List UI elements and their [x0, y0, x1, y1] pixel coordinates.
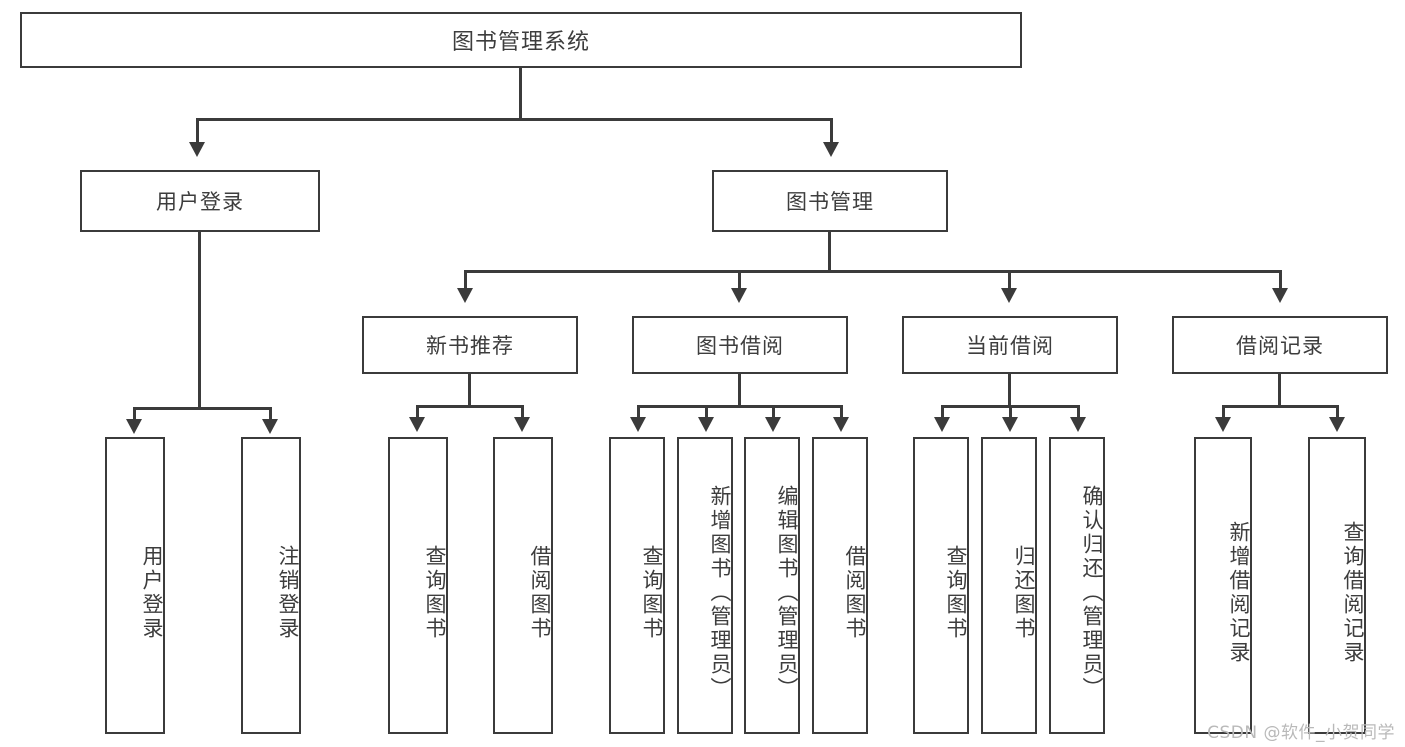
node-label: 图书管理 — [786, 190, 874, 214]
connector-root-drop — [519, 68, 522, 120]
leaf-borrow-book-newbook[interactable]: 借阅图书 — [493, 437, 553, 734]
arrow-to-leaf-query-book-3 — [934, 417, 950, 432]
node-label: 用户登录 — [140, 544, 164, 641]
connector-currentborrow-c1-drop — [941, 405, 944, 419]
node-book-management[interactable]: 图书管理 — [712, 170, 948, 232]
leaf-logout[interactable]: 注销登录 — [241, 437, 301, 734]
arrow-to-leaf-borrow-book-2 — [833, 417, 849, 432]
arrow-to-leaf-query-record — [1329, 417, 1345, 432]
arrow-to-current-borrow — [1001, 288, 1017, 303]
connector-level3-bus — [464, 270, 1282, 273]
node-current-borrow[interactable]: 当前借阅 — [902, 316, 1118, 374]
connector-user-login-bus — [133, 407, 271, 410]
arrow-to-book-borrow — [731, 288, 747, 303]
connector-bookborrow-c2-drop — [705, 405, 708, 419]
arrow-to-leaf-user-login — [126, 419, 142, 434]
leaf-query-borrow-record[interactable]: 查询借阅记录 — [1308, 437, 1366, 734]
arrow-to-borrow-record — [1272, 288, 1288, 303]
watermark-text: CSDN @软件_小贺同学 — [1207, 723, 1395, 743]
node-label: 借阅图书 — [528, 544, 552, 641]
connector-level2-right-drop — [830, 118, 833, 144]
arrow-to-leaf-add-record — [1215, 417, 1231, 432]
leaf-query-book-borrow[interactable]: 查询图书 — [609, 437, 665, 734]
node-label: 确认归还（管理员） — [1080, 484, 1104, 701]
connector-level2-left-drop — [196, 118, 199, 144]
node-label: 用户登录 — [156, 190, 244, 214]
node-label: 查询借阅记录 — [1341, 520, 1365, 665]
connector-currentborrow-c2-drop — [1009, 405, 1012, 419]
arrow-to-book-manage — [823, 142, 839, 157]
arrow-to-leaf-return-book — [1002, 417, 1018, 432]
node-label: 编辑图书（管理员） — [775, 484, 799, 701]
connector-level3-c2-drop — [738, 270, 741, 290]
connector-newbook-bus — [416, 405, 524, 408]
node-label: 图书借阅 — [696, 334, 784, 358]
node-label: 查询图书 — [944, 544, 968, 641]
node-label: 查询图书 — [640, 544, 664, 641]
arrow-to-leaf-borrow-book-1 — [514, 417, 530, 432]
connector-bookborrow-c1-drop — [637, 405, 640, 419]
node-label: 新增借阅记录 — [1227, 520, 1251, 665]
node-book-borrow[interactable]: 图书借阅 — [632, 316, 848, 374]
leaf-add-book-admin[interactable]: 新增图书（管理员） — [677, 437, 733, 734]
leaf-add-borrow-record[interactable]: 新增借阅记录 — [1194, 437, 1252, 734]
connector-currentborrow-drop — [1008, 374, 1011, 407]
leaf-query-book-current[interactable]: 查询图书 — [913, 437, 969, 734]
node-label: 归还图书 — [1012, 544, 1036, 641]
leaf-return-book[interactable]: 归还图书 — [981, 437, 1037, 734]
connector-level3-c4-drop — [1279, 270, 1282, 290]
node-label: 借阅图书 — [843, 544, 867, 641]
connector-bookborrow-drop — [738, 374, 741, 407]
arrow-to-leaf-logout — [262, 419, 278, 434]
connector-level3-c3-drop — [1008, 270, 1011, 290]
node-label: 注销登录 — [276, 544, 300, 641]
arrow-to-leaf-add-book — [698, 417, 714, 432]
connector-user-login-child1-drop — [133, 407, 136, 421]
node-label: 图书管理系统 — [451, 30, 590, 55]
connector-bookborrow-c3-drop — [772, 405, 775, 419]
connector-newbook-c2-drop — [521, 405, 524, 419]
connector-bookborrow-c4-drop — [840, 405, 843, 419]
connector-user-login-child2-drop — [269, 407, 272, 421]
node-label: 当前借阅 — [966, 334, 1054, 358]
leaf-query-book-newbook[interactable]: 查询图书 — [388, 437, 448, 734]
leaf-borrow-book-borrow[interactable]: 借阅图书 — [812, 437, 868, 734]
connector-book-manage-drop — [828, 232, 831, 272]
connector-currentborrow-c3-drop — [1077, 405, 1080, 419]
connector-bookborrow-bus — [637, 405, 843, 408]
arrow-to-user-login — [189, 142, 205, 157]
arrow-to-new-book-rec — [457, 288, 473, 303]
connector-newbook-c1-drop — [416, 405, 419, 419]
arrow-to-leaf-edit-book — [765, 417, 781, 432]
connector-level2-bus — [196, 118, 833, 121]
arrow-to-leaf-query-book-1 — [409, 417, 425, 432]
arrow-to-leaf-query-book-2 — [630, 417, 646, 432]
node-label: 借阅记录 — [1236, 334, 1324, 358]
connector-borrowrecord-c2-drop — [1336, 405, 1339, 419]
node-system-root[interactable]: 图书管理系统 — [20, 12, 1022, 68]
connector-user-login-drop — [198, 232, 201, 410]
node-borrow-record[interactable]: 借阅记录 — [1172, 316, 1388, 374]
arrow-to-leaf-confirm-return — [1070, 417, 1086, 432]
node-label: 查询图书 — [423, 544, 447, 641]
node-label: 新增图书（管理员） — [708, 484, 732, 701]
node-label: 新书推荐 — [426, 334, 514, 358]
connector-newbook-drop — [468, 374, 471, 407]
leaf-user-login[interactable]: 用户登录 — [105, 437, 165, 734]
connector-borrowrecord-c1-drop — [1222, 405, 1225, 419]
connector-level3-c1-drop — [464, 270, 467, 290]
leaf-edit-book-admin[interactable]: 编辑图书（管理员） — [744, 437, 800, 734]
node-new-book-recommend[interactable]: 新书推荐 — [362, 316, 578, 374]
connector-borrowrecord-drop — [1278, 374, 1281, 407]
connector-borrowrecord-bus — [1222, 405, 1339, 408]
leaf-confirm-return-admin[interactable]: 确认归还（管理员） — [1049, 437, 1105, 734]
node-user-login[interactable]: 用户登录 — [80, 170, 320, 232]
